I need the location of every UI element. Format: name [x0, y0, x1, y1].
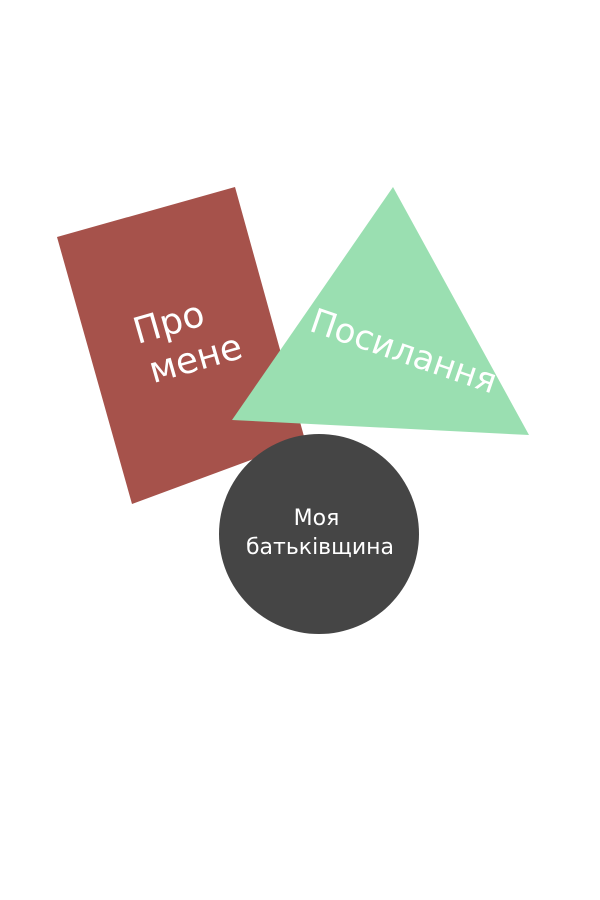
homeland-label-line-1: Моя — [294, 506, 340, 531]
homeland-label-line-2: батьківщина — [246, 535, 394, 560]
links-link[interactable]: Посилання — [232, 187, 529, 435]
links-triangle[interactable] — [232, 187, 529, 435]
about-me-rectangle[interactable] — [57, 187, 305, 504]
homeland-label: Моя батьківщина — [246, 506, 394, 560]
homeland-circle[interactable] — [219, 434, 419, 634]
homeland-link[interactable]: Моя батьківщина — [219, 434, 419, 634]
about-me-link[interactable]: Про мене — [57, 187, 305, 504]
